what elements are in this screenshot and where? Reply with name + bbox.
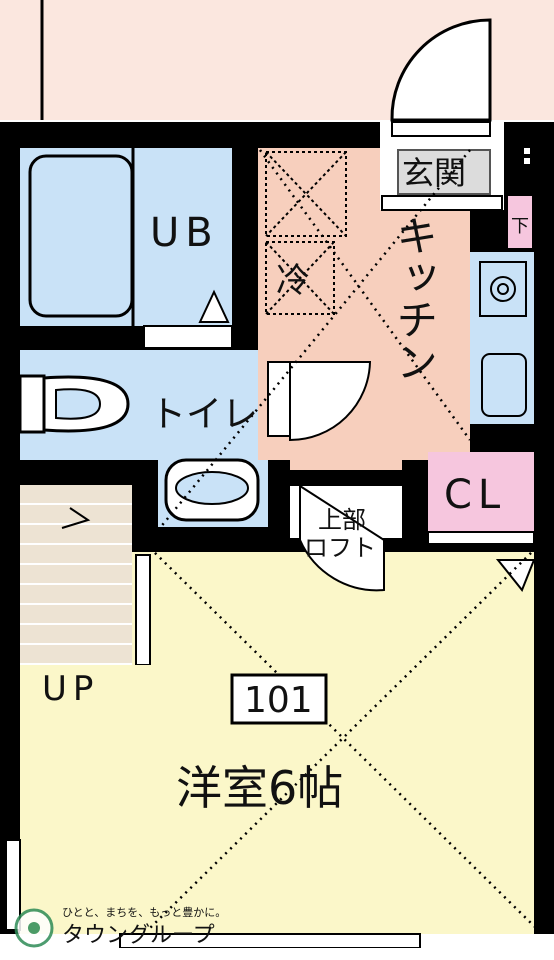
watermark-brand: タウングループ bbox=[62, 923, 215, 948]
bath-drain bbox=[198, 289, 230, 323]
loft-diagonals bbox=[149, 149, 537, 929]
closet-label: CL bbox=[444, 472, 506, 518]
town-logo-dot bbox=[28, 922, 40, 934]
closet-room bbox=[428, 452, 534, 536]
loft-door-swing bbox=[299, 484, 385, 592]
stove-burner-inner bbox=[497, 283, 509, 295]
room-number: 101 bbox=[244, 680, 313, 721]
fridge-label: 冷 bbox=[276, 261, 310, 301]
toilet-label: トイレ bbox=[150, 394, 258, 435]
entrance-marker bbox=[524, 148, 530, 154]
main-room-label: 洋室6帖 bbox=[176, 761, 343, 815]
shoe-rack bbox=[508, 196, 532, 248]
entrance-sign bbox=[397, 149, 491, 195]
room-number-box bbox=[230, 673, 328, 725]
window-left bbox=[5, 839, 21, 931]
watermark bbox=[14, 908, 54, 948]
fridge-space bbox=[265, 241, 335, 315]
stove-panel bbox=[479, 261, 527, 317]
stairs-handrail bbox=[135, 554, 151, 666]
loft-label-line2: ロフト bbox=[304, 534, 376, 562]
stove-burner-icon bbox=[490, 276, 516, 302]
stairs-label-area bbox=[20, 665, 152, 735]
closet-door-swing bbox=[495, 559, 536, 592]
closet-door bbox=[427, 531, 535, 545]
toilet-door-swing bbox=[289, 361, 372, 442]
kitchen-label: キッチン bbox=[390, 214, 439, 382]
entrance-label: 玄関 bbox=[402, 154, 466, 192]
toilet-bowl bbox=[18, 374, 130, 434]
kitchen-lower bbox=[290, 440, 402, 470]
watermark-tagline: ひとと、まちを、もっと豊かに。 bbox=[62, 906, 226, 919]
kitchen-sink bbox=[481, 353, 527, 417]
bath-label: UB bbox=[150, 210, 219, 256]
entrance-marker bbox=[524, 158, 530, 164]
entrance-door-swing bbox=[390, 18, 492, 122]
stair-treads bbox=[20, 485, 132, 663]
stairs-arrow bbox=[61, 507, 91, 529]
appliance-space-top bbox=[265, 151, 347, 237]
entrance-step bbox=[381, 195, 503, 211]
entrance-door-frame bbox=[391, 121, 491, 137]
bathtub bbox=[28, 154, 134, 318]
loft-label-line1: 上部 bbox=[318, 506, 366, 534]
shoe-rack-label: 下 bbox=[511, 216, 529, 237]
stairs-label: UP bbox=[42, 669, 99, 709]
bath-door bbox=[143, 325, 233, 349]
bottom-strip bbox=[0, 948, 554, 960]
washbasin-bowl bbox=[175, 471, 249, 505]
